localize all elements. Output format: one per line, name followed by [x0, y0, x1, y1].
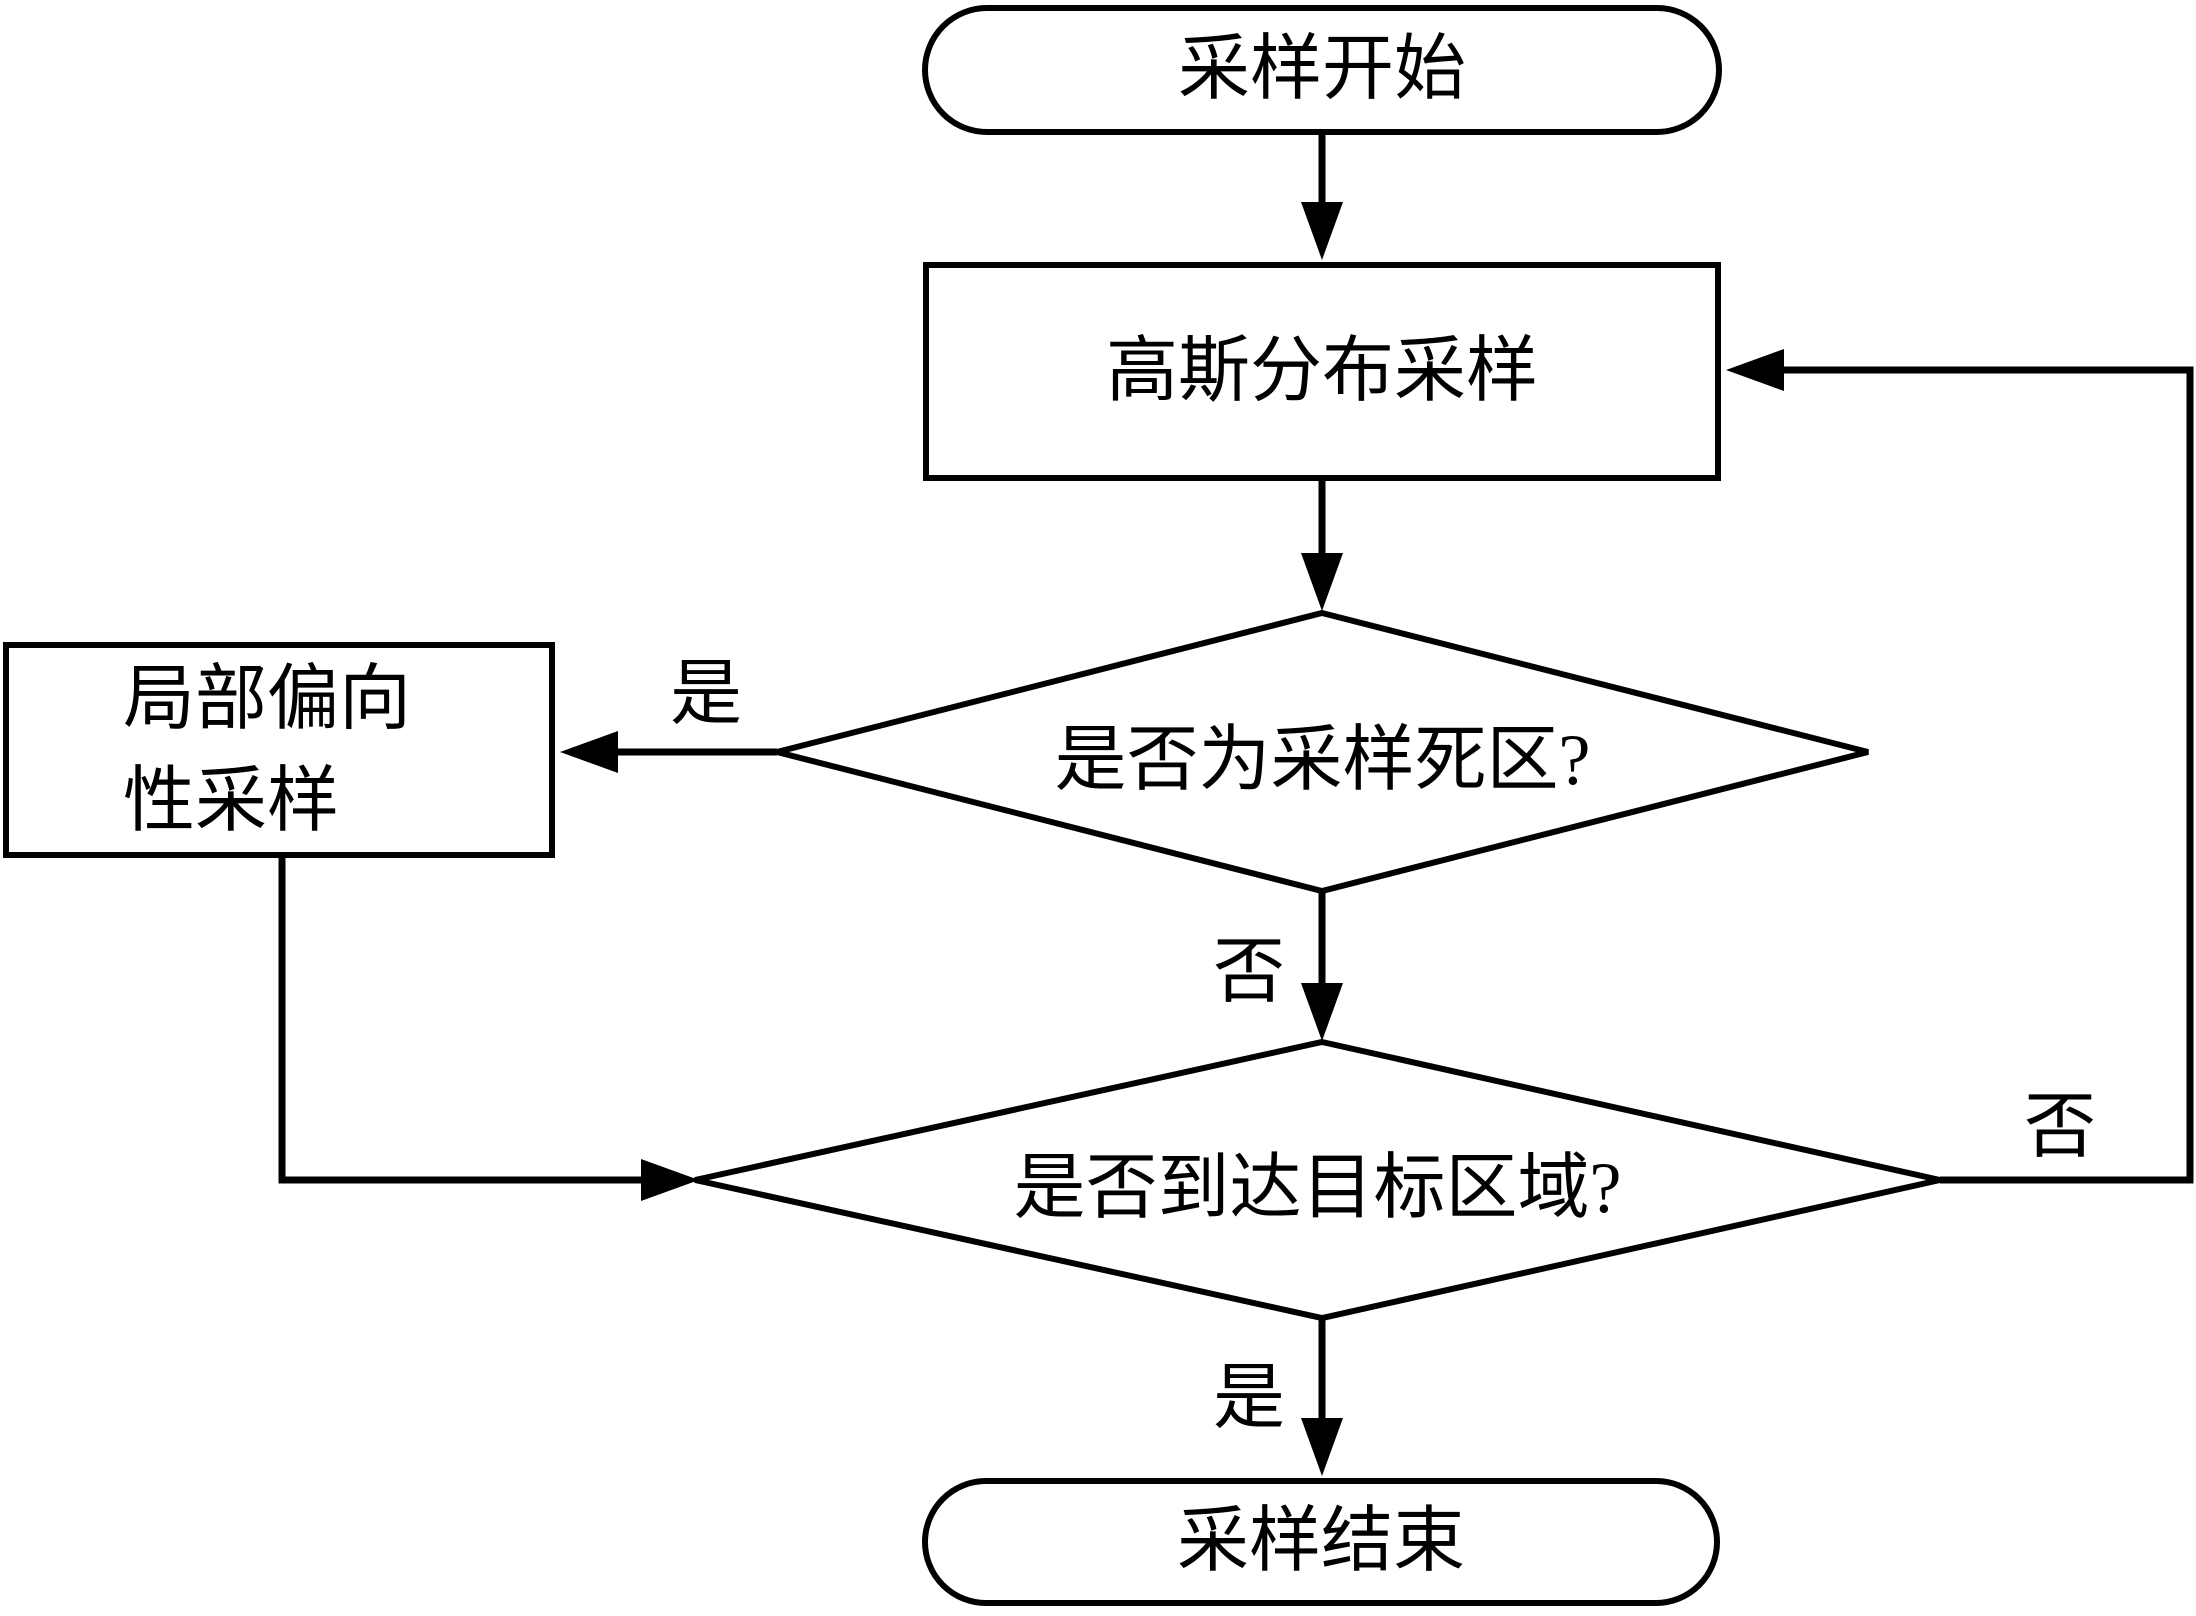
- arrowhead-deadzone-yes-to-local: [560, 731, 618, 773]
- gaussian-sampling-label: 高斯分布采样: [1105, 330, 1538, 411]
- target-yes-label: 是: [1212, 1358, 1286, 1438]
- target-no-label: 否: [2023, 1087, 2097, 1167]
- arrowhead-target-yes-to-end: [1301, 1418, 1343, 1476]
- arrowhead-target-no-loop: [1726, 349, 1784, 391]
- local-biased-sampling-line2: 性采样: [123, 761, 340, 841]
- end-node-label: 采样结束: [1176, 1501, 1465, 1582]
- edge-target-no-loop: [1784, 366, 2194, 1184]
- arrowhead-gaussian-to-deadzone: [1301, 553, 1343, 611]
- edge-local-to-target: [278, 858, 641, 1184]
- gaussian-sampling-node: 高斯分布采样: [923, 262, 1721, 481]
- end-node: 采样结束: [922, 1478, 1720, 1606]
- arrowhead-deadzone-no-to-target: [1301, 983, 1343, 1041]
- start-node-label: 采样开始: [1177, 29, 1466, 110]
- dead-zone-no-label: 否: [1212, 932, 1286, 1012]
- local-biased-sampling-line1: 局部偏向: [123, 659, 412, 739]
- dead-zone-decision-diamond: [776, 609, 1869, 895]
- dead-zone-yes-label: 是: [669, 654, 743, 734]
- arrowhead-local-to-target: [641, 1159, 699, 1201]
- arrowhead-start-to-gaussian: [1301, 202, 1343, 260]
- local-biased-sampling-node: 局部偏向 性采样: [3, 642, 555, 858]
- start-node: 采样开始: [922, 5, 1722, 135]
- target-area-decision-diamond: [694, 1038, 1941, 1322]
